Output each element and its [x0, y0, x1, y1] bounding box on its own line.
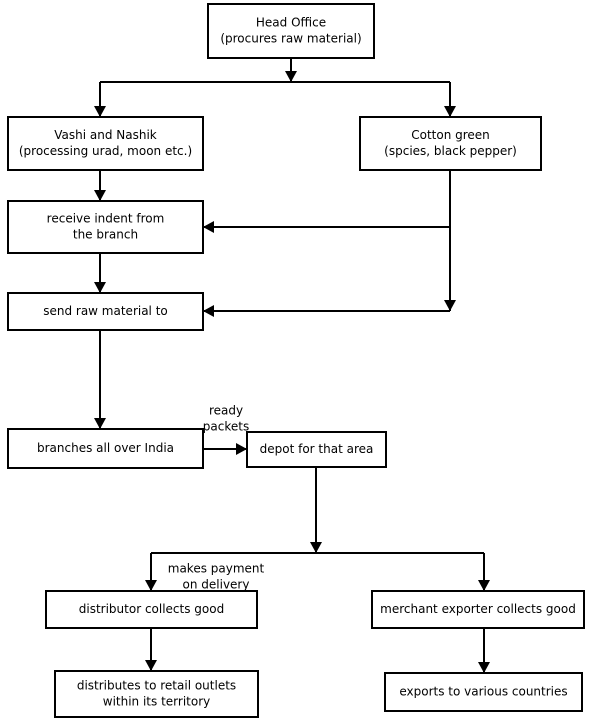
- node-label-merchant-exporter: merchant exporter collects good: [380, 602, 576, 616]
- edge-vashi-nashik-to-receive-indent: [94, 170, 106, 201]
- node-label-cotton-green: (spcies, black pepper): [384, 144, 517, 158]
- node-receive-indent[interactable]: receive indent from the branch: [7, 200, 204, 254]
- edge-bus-to-distributor: [145, 553, 157, 591]
- edge-label-branches-to-depot: ready packets: [203, 404, 249, 434]
- arrowhead-icon: [310, 542, 322, 553]
- arrowhead-icon: [285, 71, 297, 82]
- node-box-head-office: [207, 3, 375, 59]
- edge-depot-to-bus: [310, 467, 322, 553]
- node-box-depot-area: [246, 431, 387, 468]
- edge-bus-to-vashi-nashik: [94, 82, 106, 117]
- node-box-merchant-exporter: [371, 590, 585, 629]
- node-distributor-collects[interactable]: distributor collects good: [45, 590, 258, 629]
- node-exports-countries[interactable]: exports to various countries: [384, 672, 583, 712]
- node-label-distributes-retail: within its territory: [103, 695, 210, 709]
- edge-merchant-to-exports: [478, 628, 490, 673]
- edge-bus-to-cotton-green: [444, 82, 456, 117]
- edge-label-text-branches-to-depot: ready: [209, 404, 243, 418]
- node-label-send-raw-material: send raw material to: [43, 304, 168, 318]
- edge-send-raw-material-to-branches: [94, 330, 106, 429]
- node-box-exports-countries: [384, 672, 583, 712]
- arrowhead-icon: [94, 282, 106, 293]
- node-box-receive-indent: [7, 200, 204, 254]
- arrowhead-icon: [478, 580, 490, 591]
- node-branches-india[interactable]: branches all over India: [7, 428, 204, 469]
- edge-bus-to-merchant-exporter: [478, 553, 490, 591]
- node-merchant-exporter[interactable]: merchant exporter collects good: [371, 590, 585, 629]
- node-box-distributor-collects: [45, 590, 258, 629]
- edge-label-text-branches-to-depot: packets: [203, 420, 249, 434]
- edges-layer: [94, 58, 490, 673]
- node-box-vashi-nashik: [7, 116, 204, 171]
- node-head-office[interactable]: Head Office (procures raw material): [207, 3, 375, 59]
- arrowhead-icon: [444, 106, 456, 117]
- node-label-receive-indent: the branch: [73, 228, 138, 242]
- node-distributes-retail[interactable]: distributes to retail outlets within its …: [54, 670, 259, 718]
- arrowhead-icon: [145, 580, 157, 591]
- arrowhead-icon: [478, 662, 490, 673]
- arrowhead-icon: [94, 190, 106, 201]
- node-label-cotton-green: Cotton green: [411, 128, 490, 142]
- edge-distributor-to-retail: [145, 628, 157, 671]
- node-label-depot-area: depot for that area: [260, 442, 374, 456]
- node-label-vashi-nashik: Vashi and Nashik: [54, 128, 157, 142]
- node-box-send-raw-material: [7, 292, 204, 331]
- node-box-distributes-retail: [54, 670, 259, 718]
- node-vashi-nashik[interactable]: Vashi and Nashik (processing urad, moon e…: [7, 116, 204, 171]
- edge-cotton-green-to-receive-indent: [203, 221, 450, 233]
- arrowhead-icon: [94, 418, 106, 429]
- node-label-vashi-nashik: (processing urad, moon etc.): [19, 144, 192, 158]
- arrowhead-icon: [444, 300, 456, 311]
- node-cotton-green[interactable]: Cotton green (spcies, black pepper): [359, 116, 542, 171]
- edge-cotton-green-to-send-raw-material: [203, 305, 450, 317]
- edge-label-bus-to-distributor: makes payment on delivery: [168, 562, 265, 592]
- edge-labels-layer: ready packets makes payment on delivery: [168, 404, 265, 592]
- node-label-head-office: (procures raw material): [220, 32, 361, 46]
- edge-branches-to-depot: [203, 443, 247, 455]
- edge-head-office-to-bus: [285, 58, 297, 82]
- edge-receive-indent-to-send-raw-material: [94, 253, 106, 293]
- node-label-distributes-retail: distributes to retail outlets: [77, 679, 236, 693]
- arrowhead-icon: [236, 443, 247, 455]
- node-box-branches-india: [7, 428, 204, 469]
- edge-label-text-bus-to-distributor: on delivery: [183, 578, 250, 592]
- node-send-raw-material[interactable]: send raw material to: [7, 292, 204, 331]
- arrowhead-icon: [94, 106, 106, 117]
- node-depot-area[interactable]: depot for that area: [246, 431, 387, 468]
- edge-label-text-bus-to-distributor: makes payment: [168, 562, 265, 576]
- node-box-cotton-green: [359, 116, 542, 171]
- edge-cotton-green-down: [444, 170, 456, 311]
- arrowhead-icon: [203, 305, 214, 317]
- arrowhead-icon: [203, 221, 214, 233]
- node-label-branches-india: branches all over India: [37, 441, 174, 455]
- node-label-receive-indent: receive indent from: [47, 212, 165, 226]
- arrowhead-icon: [145, 660, 157, 671]
- node-label-exports-countries: exports to various countries: [399, 685, 567, 699]
- node-label-head-office: Head Office: [256, 16, 326, 30]
- node-label-distributor-collects: distributor collects good: [79, 602, 224, 616]
- nodes-layer: Head Office (procures raw material) Vashi …: [7, 3, 585, 718]
